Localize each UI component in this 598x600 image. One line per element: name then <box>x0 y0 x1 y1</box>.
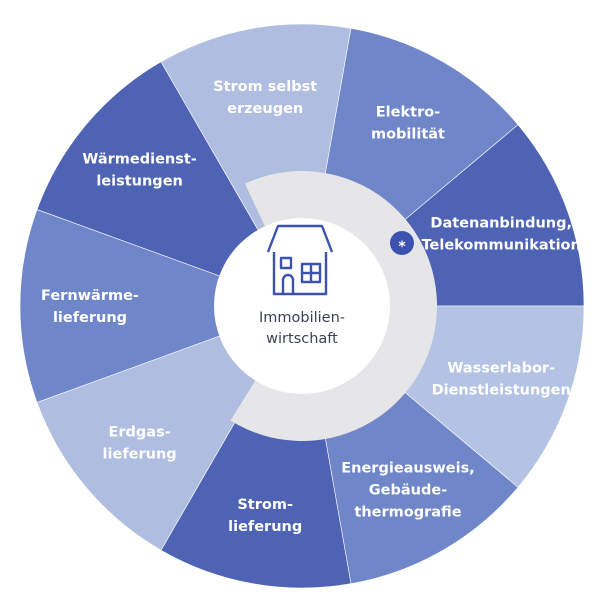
segment-label: Energieausweis,Gebäude-thermografie <box>341 461 474 521</box>
segment-label: Fernwärme-lieferung <box>41 288 139 326</box>
segment-label: Wasserlabor-Dienstleistungen <box>432 361 571 399</box>
wheel-segment <box>19 209 303 403</box>
segment-label: Wärmedienst-leistungen <box>82 152 196 190</box>
center-hub: Immobilien-wirtschaft <box>214 218 390 394</box>
segment-label: Erdgas-lieferung <box>103 424 177 462</box>
center-label: Immobilien-wirtschaft <box>259 310 345 347</box>
ring-arc <box>230 171 437 441</box>
badge-label: * <box>398 239 406 255</box>
wheel-segment <box>36 305 303 551</box>
segment-label: Strom-lieferung <box>228 497 302 535</box>
badge-circle <box>390 231 414 255</box>
segment-label: Elektro-mobilität <box>371 104 445 142</box>
wheel-segment <box>36 61 303 307</box>
asterisk-badge: * <box>390 231 414 255</box>
inner-ring <box>230 171 437 441</box>
house-icon <box>266 224 334 296</box>
segment-label: Datenanbindung,Telekommunikation <box>422 215 581 253</box>
center-circle <box>214 218 390 394</box>
